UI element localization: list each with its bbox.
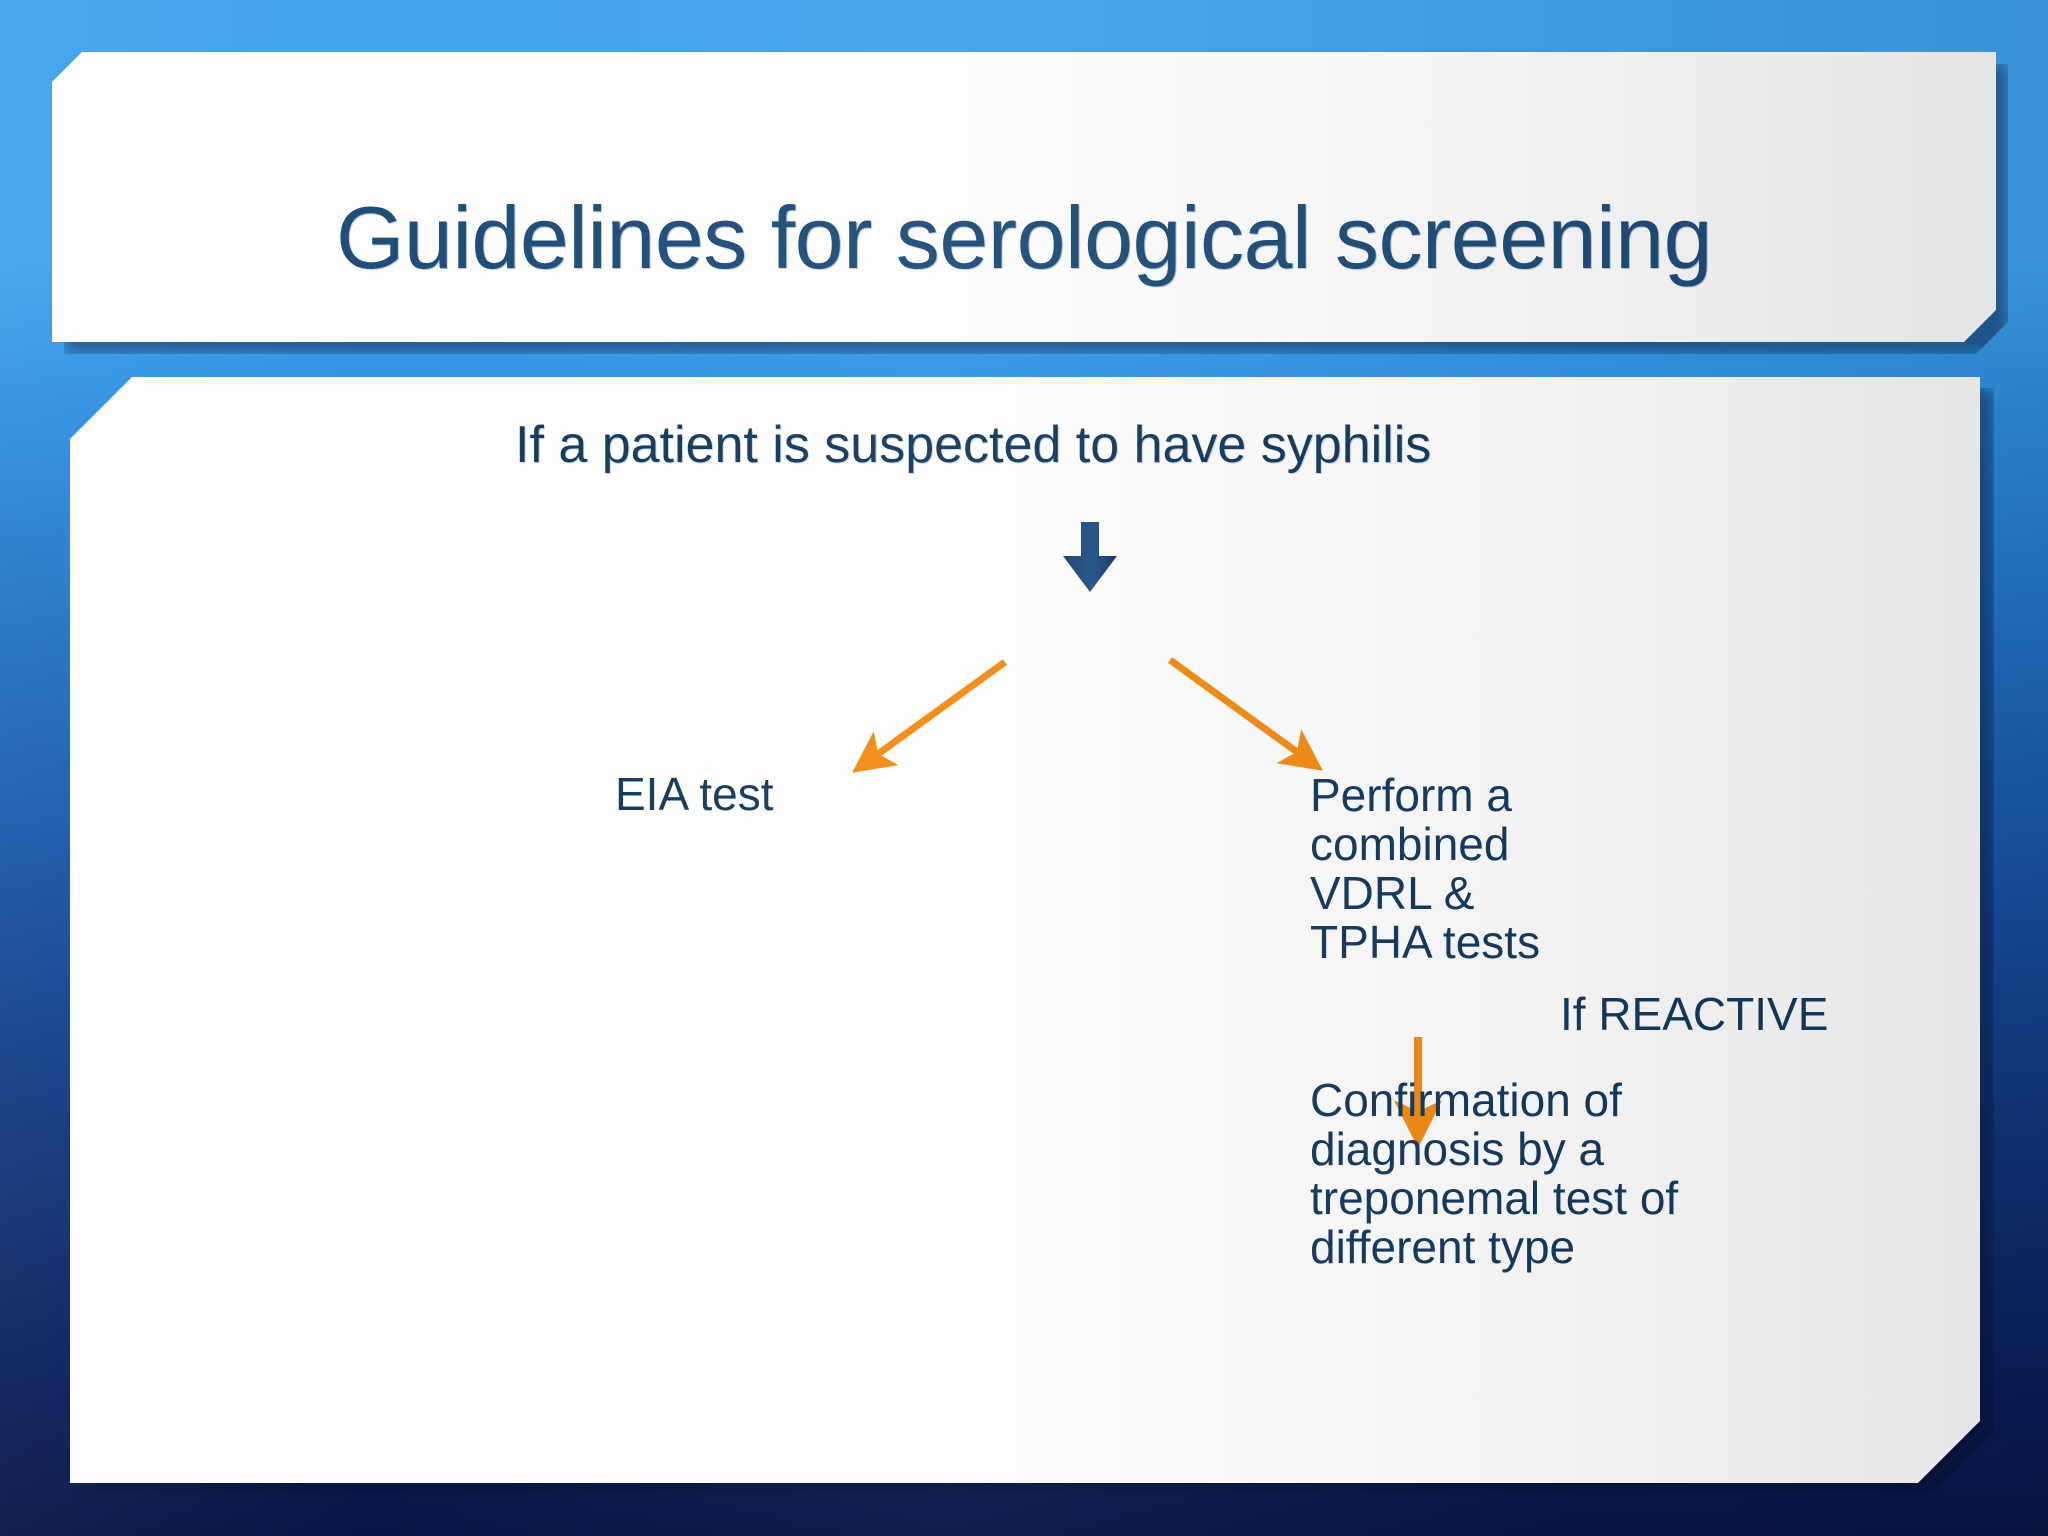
left-branch-label: EIA test [615, 768, 774, 820]
result-text-block: Confirmation of diagnosis by a treponema… [1310, 1077, 1830, 1273]
flow-lead-text: If a patient is suspected to have syphil… [515, 416, 1432, 474]
right-branch-line: TPHA tests [1310, 915, 1541, 968]
diagonal-arrow-down-left-icon [852, 659, 1008, 773]
result-line: different type [1310, 1220, 1576, 1273]
reactive-condition-label: If REACTIVE [1560, 988, 1829, 1040]
right-branch-text-block: Perform a combined VDRL & TPHA tests [1310, 772, 1730, 968]
right-branch-line: Perform a [1310, 769, 1512, 821]
diagonal-arrow-down-right-icon [1167, 657, 1323, 771]
down-arrow-icon [1055, 522, 1125, 594]
right-branch-line: VDRL & [1310, 866, 1475, 919]
slide-title: Guidelines for serological screening [335, 188, 1713, 287]
flowchart-content: If a patient is suspected to have syphil… [70, 377, 1980, 1483]
result-line: Confirmation of [1310, 1074, 1622, 1126]
right-branch-line: combined [1310, 817, 1510, 870]
body-panel [70, 377, 1980, 1483]
result-line: diagnosis by a [1310, 1122, 1605, 1175]
title-bar-panel: Guidelines for serological screening [52, 52, 1996, 342]
result-line: treponemal test of [1310, 1171, 1679, 1224]
